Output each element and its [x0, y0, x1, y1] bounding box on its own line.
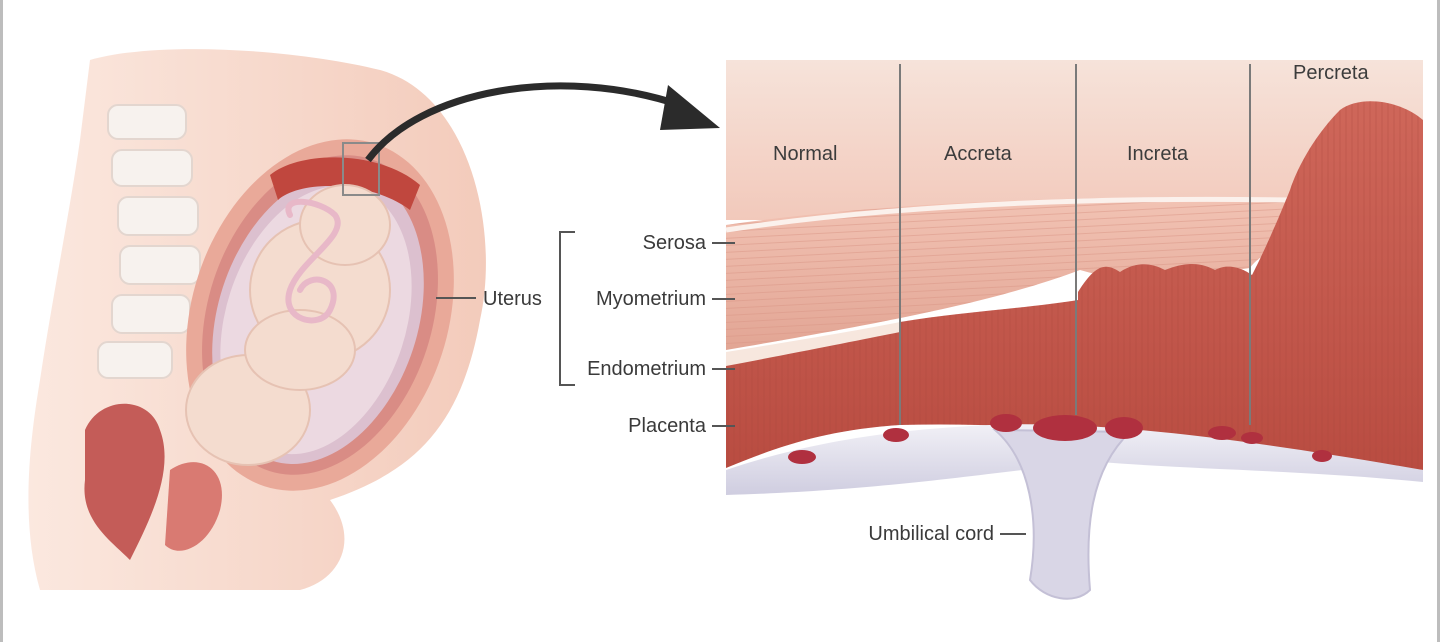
body-cross-section: [28, 49, 486, 590]
frame-left-edge: [0, 0, 3, 642]
placenta-label: Placenta: [628, 415, 706, 437]
region-dividers: [899, 64, 1251, 425]
region-increta-label: Increta: [1127, 143, 1189, 165]
umbilical-cord-label: Umbilical cord: [868, 523, 994, 545]
myometrium-label: Myometrium: [595, 288, 706, 310]
zoom-region-box: [342, 142, 380, 196]
pelvic-organs: [84, 403, 165, 560]
frame-right-edge: [1437, 0, 1440, 642]
label-leaders: [559, 231, 1026, 535]
zoom-arrow: [365, 82, 720, 163]
region-normal-label: Normal: [773, 143, 838, 165]
region-accreta-label: Accreta: [944, 143, 1012, 165]
umbilical-cord-illustration: [992, 428, 1133, 600]
tissue-panel: [725, 60, 1423, 600]
endometrium-label: Endometrium: [587, 358, 706, 380]
uterus-label: Uterus: [483, 288, 542, 310]
spine: [97, 104, 201, 379]
fetus: [185, 184, 391, 466]
region-percreta-label: Percreta: [1293, 62, 1369, 84]
serosa-label: Serosa: [642, 232, 706, 254]
umbilical-loop: [285, 198, 341, 324]
placenta-vessels: [788, 414, 1332, 464]
